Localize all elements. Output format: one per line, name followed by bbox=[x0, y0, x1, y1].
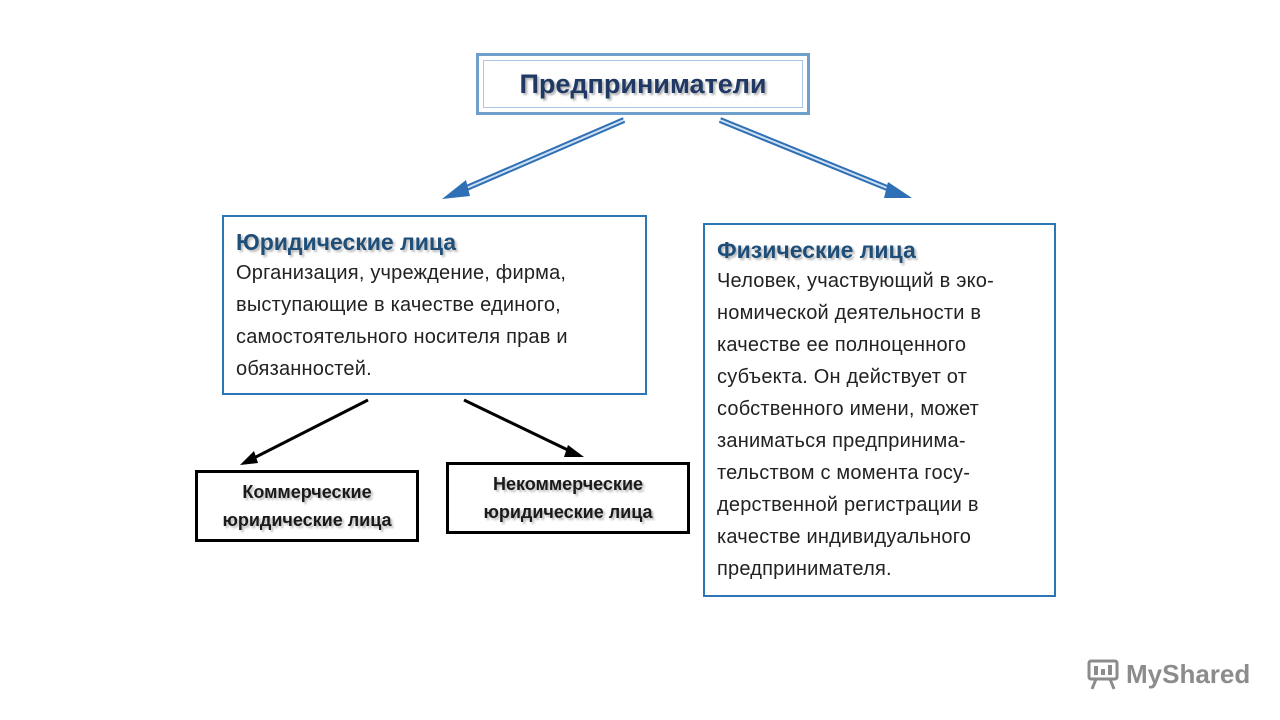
description-line: выступающие в качестве единого, bbox=[236, 294, 561, 316]
description-line: тельством с момента госу- bbox=[717, 462, 971, 484]
arrow-root-to-legal bbox=[442, 117, 626, 199]
legal-entities-box: Юридические лица Организация, учреждение… bbox=[222, 215, 647, 395]
description-line: самостоятельного носителя прав и bbox=[236, 326, 568, 348]
noncommercial-entities-box: Некоммерческие юридические лица bbox=[446, 462, 690, 534]
noncommercial-label-line: юридические лица bbox=[483, 502, 653, 522]
description-line: заниматься предпринима- bbox=[717, 430, 966, 452]
description-line: дерственной регистрации в bbox=[717, 494, 979, 516]
root-node-box: Предприниматели bbox=[476, 53, 810, 115]
root-node-label: Предприниматели bbox=[483, 60, 803, 108]
description-line: субъекта. Он действует от bbox=[717, 366, 968, 388]
natural-persons-heading: Физические лица bbox=[717, 237, 916, 263]
natural-persons-description: Человек, участвующий в эко- номической д… bbox=[717, 265, 1042, 585]
presentation-board-icon bbox=[1087, 659, 1119, 690]
legal-entities-heading: Юридические лица bbox=[236, 229, 457, 255]
commercial-label-line: юридические лица bbox=[222, 510, 392, 530]
commercial-label-line: Коммерческие bbox=[242, 482, 372, 502]
noncommercial-label-line: Некоммерческие bbox=[492, 474, 644, 494]
description-line: качестве индивидуального bbox=[717, 526, 972, 548]
description-line: номической деятельности в bbox=[717, 302, 982, 324]
description-line: собственного имени, может bbox=[717, 398, 980, 420]
description-line: Организация, учреждение, фирма, bbox=[236, 262, 567, 284]
description-line: предпринимателя. bbox=[717, 558, 892, 580]
arrow-legal-to-commercial bbox=[240, 398, 369, 465]
arrow-legal-to-noncommercial bbox=[463, 398, 584, 457]
description-line: обязанностей. bbox=[236, 358, 372, 380]
description-line: Человек, участвующий в эко- bbox=[717, 270, 994, 292]
legal-entities-description: Организация, учреждение, фирма, выступаю… bbox=[236, 257, 633, 385]
commercial-entities-box: Коммерческие юридические лица bbox=[195, 470, 419, 542]
natural-persons-box: Физические лица Человек, участвующий в э… bbox=[703, 223, 1056, 597]
watermark-text: MyShared bbox=[1126, 658, 1251, 689]
watermark: MyShared bbox=[1086, 654, 1250, 694]
arrow-root-to-physical bbox=[718, 117, 912, 198]
description-line: качестве ее полноценного bbox=[717, 334, 967, 356]
